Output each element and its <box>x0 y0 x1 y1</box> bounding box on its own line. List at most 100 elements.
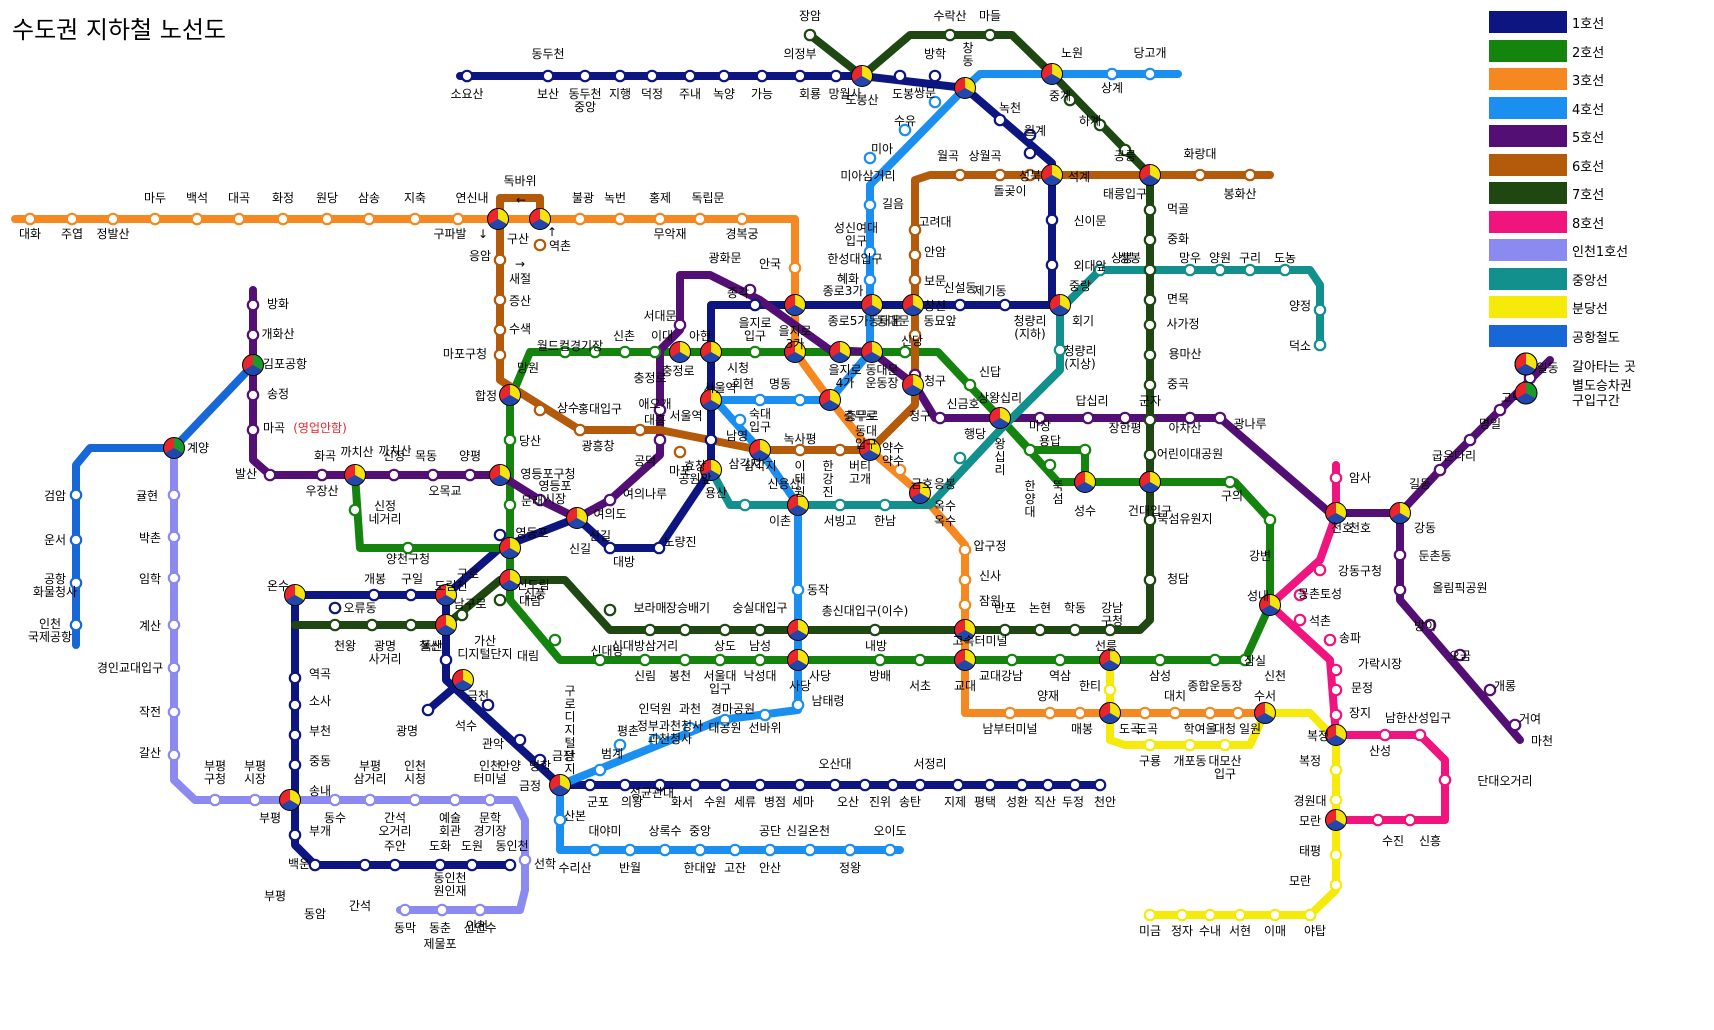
station-dot[interactable] <box>1493 403 1507 417</box>
transfer-icon[interactable] <box>784 294 806 316</box>
transfer-icon[interactable] <box>700 341 722 363</box>
transfer-icon[interactable] <box>1259 594 1281 616</box>
station-dot[interactable] <box>533 238 547 252</box>
station-dot[interactable] <box>493 253 507 267</box>
station-dot[interactable] <box>828 778 842 792</box>
station-dot[interactable] <box>652 541 666 555</box>
station-dot[interactable] <box>983 28 997 42</box>
station-dot[interactable] <box>653 403 667 417</box>
transfer-icon[interactable] <box>1099 702 1121 724</box>
station-dot[interactable] <box>1143 378 1157 392</box>
transfer-icon[interactable] <box>989 407 1011 429</box>
station-dot[interactable] <box>451 212 465 226</box>
station-dot[interactable] <box>793 778 807 792</box>
station-dot[interactable] <box>493 528 507 542</box>
station-dot[interactable] <box>693 843 707 857</box>
station-dot[interactable] <box>358 858 372 872</box>
station-dot[interactable] <box>1093 778 1107 792</box>
station-dot[interactable] <box>1329 848 1343 862</box>
transfer-icon[interactable] <box>1041 164 1063 186</box>
station-dot[interactable] <box>167 705 181 719</box>
station-dot[interactable] <box>613 212 627 226</box>
station-dot[interactable] <box>803 843 817 857</box>
station-dot[interactable] <box>998 298 1012 312</box>
station-dot[interactable] <box>1183 263 1197 277</box>
transfer-icon[interactable] <box>489 464 511 486</box>
station-dot[interactable] <box>791 583 805 597</box>
station-dot[interactable] <box>868 623 882 637</box>
station-dot[interactable] <box>533 753 547 767</box>
station-dot[interactable] <box>693 212 707 226</box>
station-dot[interactable] <box>673 445 687 459</box>
station-dot[interactable] <box>1329 878 1343 892</box>
station-dot[interactable] <box>1243 263 1257 277</box>
station-dot[interactable] <box>1043 706 1057 720</box>
station-dot[interactable] <box>913 653 927 667</box>
station-dot[interactable] <box>638 653 652 667</box>
station-dot[interactable] <box>167 530 181 544</box>
station-dot[interactable] <box>401 541 415 555</box>
station-dot[interactable] <box>1463 433 1477 447</box>
station-dot[interactable] <box>878 498 892 512</box>
transfer-icon[interactable] <box>1389 502 1411 524</box>
station-dot[interactable] <box>362 212 376 226</box>
transfer-icon[interactable] <box>902 374 924 396</box>
station-dot[interactable] <box>873 653 887 667</box>
station-dot[interactable] <box>898 345 912 359</box>
station-dot[interactable] <box>1143 203 1157 217</box>
station-dot[interactable] <box>863 198 877 212</box>
station-dot[interactable] <box>1293 613 1307 627</box>
station-dot[interactable] <box>1143 318 1157 332</box>
station-dot[interactable] <box>763 843 777 857</box>
transfer-icon[interactable] <box>549 774 571 796</box>
station-dot[interactable] <box>483 793 497 807</box>
station-dot[interactable] <box>1143 513 1157 527</box>
transfer-icon[interactable] <box>487 208 509 230</box>
station-dot[interactable] <box>963 378 977 392</box>
transfer-icon[interactable] <box>242 354 264 376</box>
station-dot[interactable] <box>1073 706 1087 720</box>
station-dot[interactable] <box>493 293 507 307</box>
station-dot[interactable] <box>908 273 922 287</box>
station-dot[interactable] <box>308 858 322 872</box>
station-dot[interactable] <box>1143 233 1157 247</box>
station-dot[interactable] <box>718 623 732 637</box>
transfer-icon[interactable] <box>787 494 809 516</box>
station-dot[interactable] <box>1143 908 1157 922</box>
station-dot[interactable] <box>683 69 697 83</box>
station-dot[interactable] <box>1143 413 1157 427</box>
transfer-icon[interactable] <box>499 537 521 559</box>
station-dot[interactable] <box>1081 411 1095 425</box>
station-dot[interactable] <box>513 733 527 747</box>
station-dot[interactable] <box>365 618 379 632</box>
transfer-icon[interactable] <box>1139 164 1161 186</box>
station-dot[interactable] <box>246 298 260 312</box>
station-dot[interactable] <box>993 168 1007 182</box>
station-dot[interactable] <box>433 858 447 872</box>
transfer-icon[interactable] <box>829 341 851 363</box>
station-dot[interactable] <box>704 433 718 447</box>
transfer-icon[interactable] <box>1325 809 1347 831</box>
station-dot[interactable] <box>717 69 731 83</box>
transfer-icon[interactable] <box>435 584 457 606</box>
station-dot[interactable] <box>1329 663 1343 677</box>
station-dot[interactable] <box>1078 443 1092 457</box>
station-dot[interactable] <box>493 323 507 337</box>
station-dot[interactable] <box>1313 303 1327 317</box>
station-dot[interactable] <box>588 345 602 359</box>
station-dot[interactable] <box>1041 778 1055 792</box>
station-dot[interactable] <box>232 212 246 226</box>
station-dot[interactable] <box>753 393 767 407</box>
station-dot[interactable] <box>263 468 277 482</box>
station-dot[interactable] <box>858 778 872 792</box>
station-dot[interactable] <box>1329 763 1343 777</box>
station-dot[interactable] <box>1168 706 1182 720</box>
station-dot[interactable] <box>1208 653 1222 667</box>
station-dot[interactable] <box>645 69 659 83</box>
station-dot[interactable] <box>1138 706 1152 720</box>
transfer-icon[interactable] <box>1074 471 1096 493</box>
station-dot[interactable] <box>1413 728 1427 742</box>
station-dot[interactable] <box>167 748 181 762</box>
station-dot[interactable] <box>69 576 83 590</box>
station-dot[interactable] <box>1143 738 1157 752</box>
